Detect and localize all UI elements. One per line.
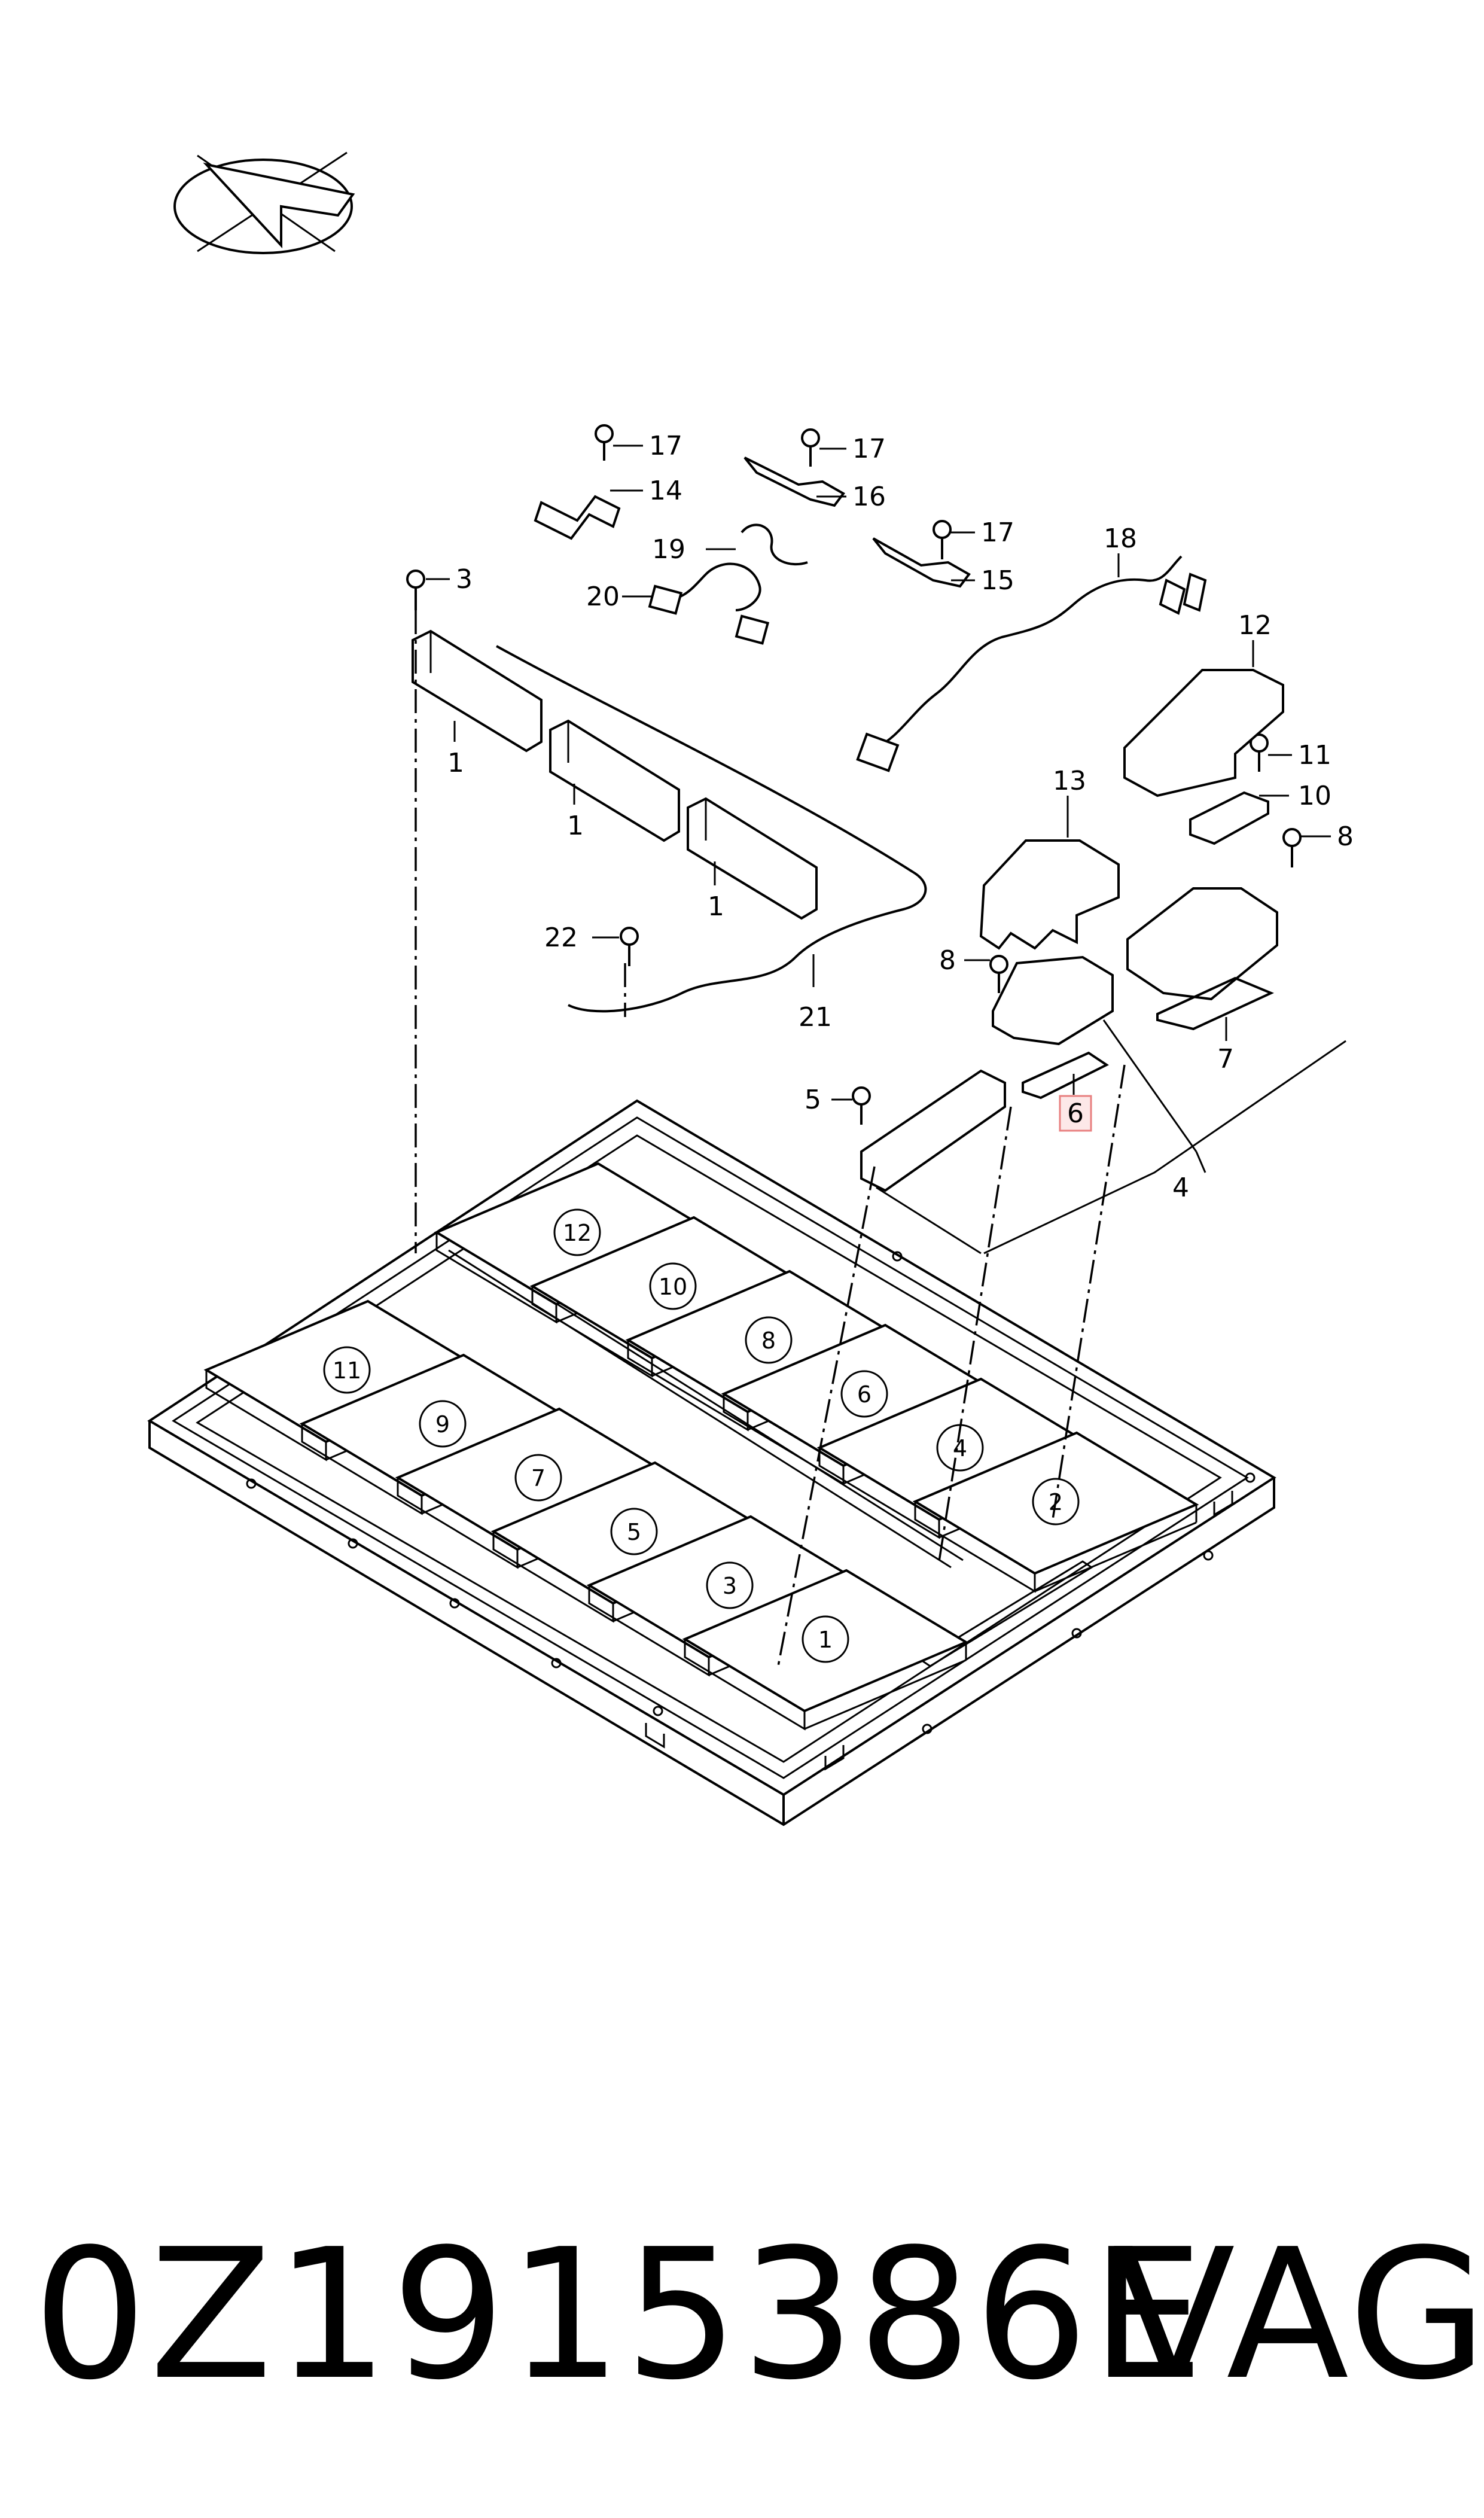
part-number: 0Z1915386E — [33, 2211, 1207, 2419]
callout-labels: 17 17 17 14 16 15 19 20 18 3 12 11 — [426, 431, 1354, 1203]
module-number: 3 — [723, 1573, 737, 1599]
callout-7: 7 — [1217, 1044, 1234, 1074]
bolt — [933, 520, 952, 559]
callout-16: 16 — [852, 482, 886, 512]
callout-18: 18 — [1104, 523, 1137, 554]
module-number: 4 — [953, 1435, 967, 1462]
gasket-6 — [1022, 1051, 1109, 1100]
module-cover — [687, 797, 818, 920]
callout-13: 13 — [1053, 766, 1086, 796]
bolt — [801, 428, 820, 467]
module-number: 12 — [563, 1220, 592, 1246]
control-unit-4 — [992, 955, 1114, 1046]
callout-8: 8 — [1337, 821, 1354, 852]
callout-11: 11 — [1298, 740, 1331, 771]
module-number: 6 — [857, 1381, 871, 1408]
cover-13 — [979, 839, 1120, 950]
bolt — [852, 1086, 871, 1125]
bracket-15 — [872, 537, 971, 588]
cable-20 — [657, 562, 761, 611]
bracket-10 — [1189, 791, 1269, 845]
cover-12 — [1123, 669, 1284, 797]
exploded-parts-diagram: 12 10 8 6 4 — [147, 151, 1354, 1826]
callout-12: 12 — [1238, 610, 1272, 641]
callout-3: 3 — [456, 564, 473, 595]
callout-21: 21 — [799, 1002, 832, 1033]
callout-10: 10 — [1298, 781, 1331, 811]
callout-1: 1 — [708, 891, 724, 922]
rail — [860, 1069, 1006, 1192]
bolt — [1282, 828, 1302, 867]
callout-20: 20 — [586, 581, 620, 612]
callout-17: 17 — [852, 434, 886, 464]
callout-8: 8 — [939, 945, 956, 976]
control-unit — [1126, 887, 1278, 1001]
module-number: 5 — [627, 1519, 641, 1545]
callout-17: 17 — [649, 431, 682, 461]
module-cover — [549, 719, 680, 842]
callout-1: 1 — [567, 811, 584, 841]
bracket-16 — [743, 456, 845, 507]
gasket-7 — [1156, 976, 1274, 1031]
cable-19 — [741, 523, 808, 566]
bolt — [1250, 733, 1269, 772]
bolt — [989, 955, 1008, 993]
module-number: 10 — [659, 1274, 687, 1300]
module-number: 9 — [435, 1411, 450, 1438]
wiring-harness-21 — [496, 645, 927, 1013]
module-number: 8 — [761, 1327, 776, 1354]
callout-15: 15 — [981, 565, 1014, 596]
brand-name: VAG — [1113, 2211, 1484, 2419]
module-number: 7 — [531, 1465, 546, 1491]
bolt — [595, 424, 614, 461]
module-number: 11 — [333, 1357, 361, 1384]
bracket-14 — [534, 495, 621, 540]
callout-4: 4 — [1172, 1173, 1189, 1203]
module-cover — [412, 629, 543, 753]
callout-1: 1 — [447, 748, 464, 778]
callout-5: 5 — [805, 1085, 821, 1115]
callout-6: 6 — [1067, 1098, 1084, 1129]
callout-19: 19 — [652, 534, 685, 565]
module-number: 1 — [818, 1627, 833, 1653]
direction-arrow-icon — [173, 151, 355, 254]
callout-22: 22 — [544, 922, 578, 953]
bolt — [406, 570, 425, 610]
callout-14: 14 — [649, 476, 682, 506]
callout-17: 17 — [981, 517, 1014, 548]
battery-module: 1 — [682, 1569, 969, 1731]
bolt — [620, 927, 639, 966]
wiring-harness-18 — [876, 555, 1183, 749]
